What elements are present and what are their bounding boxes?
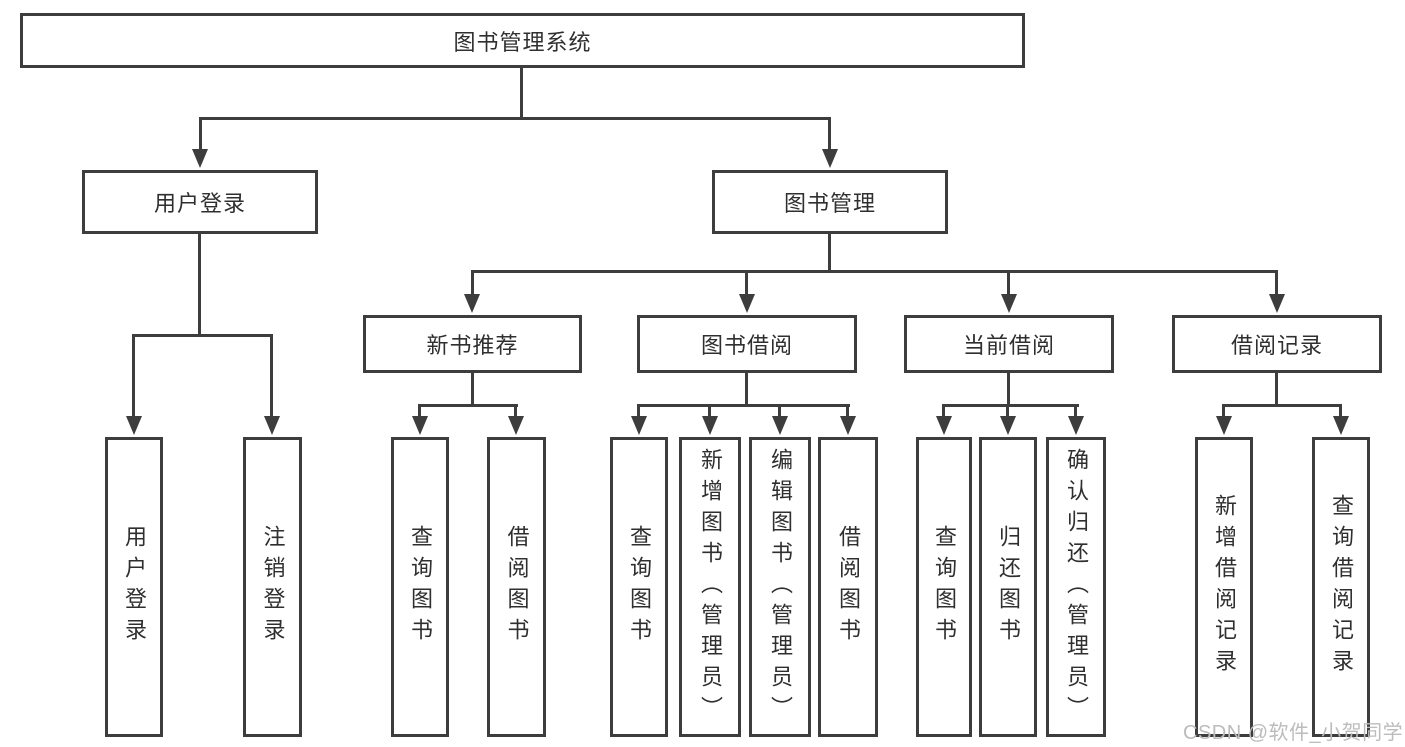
connector-root-stem: [520, 68, 523, 118]
node-new-book-recommendation: 新书推荐: [363, 315, 582, 373]
arrowhead-leaf-add-books: [702, 416, 718, 435]
leaf-borrow-books-recommendation: 借阅图书: [487, 437, 546, 737]
arrowhead-leaf-query-bb: [631, 416, 647, 435]
arrowhead-new-book: [464, 294, 480, 313]
connector-to-leaf-return-books: [1006, 404, 1009, 420]
connector-level1-rail: [199, 117, 831, 120]
arrowhead-leaf-query-rec: [412, 416, 428, 435]
leaf-logout: 注销登录: [243, 437, 302, 737]
connector-book-management-stem: [828, 234, 831, 272]
leaf-user-login: 用户登录: [105, 437, 163, 737]
arrowhead-borrowing-records: [1269, 294, 1285, 313]
node-book-management: 图书管理: [712, 170, 948, 234]
arrowhead-current-borrowing: [1001, 294, 1017, 313]
connector-to-leaf-borrow-rec: [514, 404, 517, 420]
arrowhead-leaf-add-record: [1216, 416, 1232, 435]
connector-to-book-management: [828, 118, 831, 154]
connector-to-leaf-borrow-bb: [846, 404, 849, 420]
arrowhead-leaf-borrow-bb: [840, 416, 856, 435]
connector-borrowing-records-stem: [1275, 373, 1278, 407]
connector-to-leaf-add-record: [1222, 404, 1225, 420]
arrowhead-leaf-logout: [264, 416, 280, 435]
arrowhead-leaf-borrow-rec: [508, 416, 524, 435]
connector-to-book-borrowing: [745, 270, 748, 298]
leaf-add-books-admin: 新增图书（管理员）: [679, 437, 741, 737]
arrowhead-leaf-query-cb: [936, 416, 952, 435]
node-user-login: 用户登录: [82, 170, 318, 234]
connector-to-leaf-query-record: [1339, 404, 1342, 420]
connector-to-leaf-confirm-return: [1074, 404, 1077, 420]
leaf-query-books-borrowing: 查询图书: [610, 437, 668, 737]
leaf-query-borrowing-record: 查询借阅记录: [1312, 437, 1370, 737]
leaf-return-books: 归还图书: [979, 437, 1037, 737]
connector-to-leaf-query-cb: [942, 404, 945, 420]
connector-current-borrowing-rail: [942, 404, 1079, 407]
connector-current-borrowing-stem: [1007, 373, 1010, 407]
connector-to-leaf-logout: [270, 334, 273, 419]
connector-to-current-borrowing: [1007, 270, 1010, 298]
connector-book-borrowing-stem: [745, 373, 748, 407]
arrowhead-leaf-return-books: [1000, 416, 1016, 435]
connector-to-user-login: [199, 118, 202, 154]
node-library-management-system: 图书管理系统: [20, 13, 1025, 68]
arrowhead-leaf-edit-books: [772, 416, 788, 435]
connector-to-leaf-user-login: [132, 334, 135, 419]
leaf-add-borrowing-record: 新增借阅记录: [1195, 437, 1253, 737]
connector-to-leaf-query-rec: [418, 404, 421, 420]
arrowhead-leaf-user-login: [126, 416, 142, 435]
arrowhead-book-management: [822, 149, 838, 168]
connector-new-book-rail: [418, 404, 518, 407]
connector-to-new-book: [471, 270, 474, 298]
connector-to-leaf-add-books: [708, 404, 711, 420]
node-current-borrowing: 当前借阅: [904, 315, 1114, 373]
connector-user-login-stem: [198, 234, 201, 337]
connector-to-leaf-query-bb: [637, 404, 640, 420]
connector-level2-rail: [471, 270, 1278, 273]
leaf-edit-books-admin: 编辑图书（管理员）: [749, 437, 811, 737]
node-borrowing-records: 借阅记录: [1172, 315, 1382, 373]
arrowhead-book-borrowing: [739, 294, 755, 313]
leaf-confirm-return-admin: 确认归还（管理员）: [1046, 437, 1106, 737]
connector-to-borrowing-records: [1275, 270, 1278, 298]
csdn-watermark: CSDN @软件_小贺同学: [1183, 722, 1404, 744]
connector-borrowing-records-rail: [1222, 404, 1342, 407]
node-book-borrowing: 图书借阅: [637, 315, 857, 373]
leaf-borrow-books-borrowing: 借阅图书: [818, 437, 878, 737]
leaf-query-books-recommendation: 查询图书: [391, 437, 449, 737]
connector-book-borrowing-rail: [637, 404, 850, 407]
arrowhead-leaf-query-record: [1333, 416, 1349, 435]
arrowhead-user-login: [192, 149, 208, 168]
leaf-query-books-current: 查询图书: [916, 437, 972, 737]
connector-new-book-stem: [471, 373, 474, 407]
arrowhead-leaf-confirm-return: [1068, 416, 1084, 435]
connector-to-leaf-edit-books: [778, 404, 781, 420]
connector-user-login-rail: [132, 334, 273, 337]
